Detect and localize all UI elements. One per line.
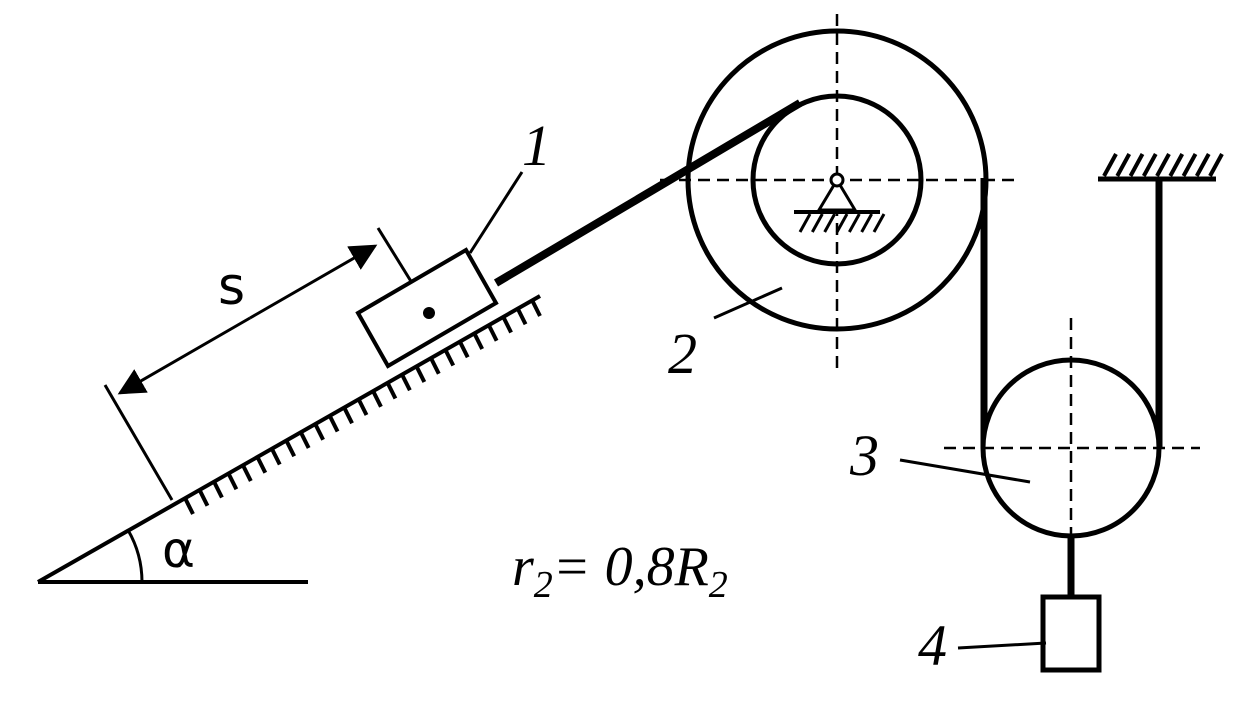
formula-R-sub: 2 bbox=[709, 564, 728, 606]
label-body-2: 2 bbox=[668, 321, 697, 386]
rope-block-to-pulley bbox=[493, 99, 803, 287]
dimension-extension-left bbox=[103, 384, 174, 501]
label-body-3: 3 bbox=[849, 423, 879, 488]
label-3-leader bbox=[899, 458, 1031, 484]
incline-hatching bbox=[183, 299, 542, 515]
formula-middle: = 0,8R bbox=[553, 536, 709, 598]
dimension-arrow-to-right bbox=[249, 244, 378, 320]
formula-r-sub: 2 bbox=[534, 564, 553, 606]
formula: r2= 0,8R2 bbox=[512, 536, 728, 606]
label-body-1: 1 bbox=[522, 113, 551, 178]
formula-r: r bbox=[512, 536, 534, 598]
block-1-center bbox=[423, 307, 435, 319]
angle-arc bbox=[126, 529, 144, 583]
label-4-leader bbox=[957, 641, 1047, 650]
weight-4 bbox=[1040, 594, 1102, 673]
label-body-4: 4 bbox=[918, 613, 947, 678]
dimension-arrow-to-left bbox=[117, 316, 251, 395]
incline-surface bbox=[37, 294, 541, 584]
label-angle-alpha: α bbox=[162, 521, 195, 579]
label-2-leader bbox=[713, 286, 783, 320]
ceiling-hatching bbox=[1102, 153, 1224, 177]
pulley-2-pin-support bbox=[794, 172, 886, 233]
label-distance-s: s bbox=[218, 257, 245, 317]
label-1-leader bbox=[468, 171, 524, 254]
